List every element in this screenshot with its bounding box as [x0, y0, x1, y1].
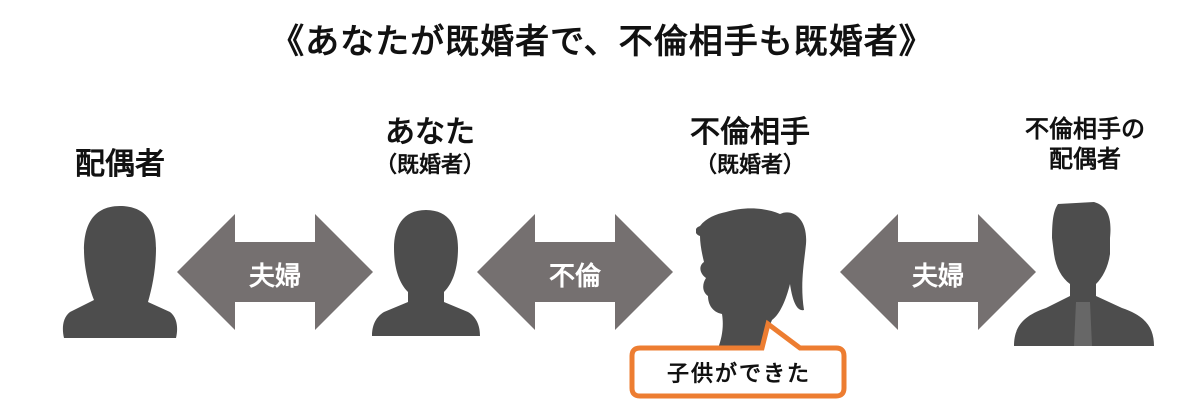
arrow-label-married-1: 夫婦 — [248, 262, 301, 292]
label-partner-sub: （既婚者） — [694, 152, 805, 178]
label-partner: 不倫相手 （既婚者） — [650, 114, 850, 179]
callout-text: 子供ができた — [666, 362, 811, 387]
arrow-label-married-2: 夫婦 — [911, 262, 964, 292]
label-partner-spouse: 不倫相手の 配偶者 — [990, 114, 1180, 174]
man-tie-silhouette-icon — [1014, 202, 1154, 346]
label-partner-name: 不倫相手 — [690, 115, 810, 150]
woman-ponytail-silhouette-icon — [696, 208, 807, 348]
arrow-label-affair: 不倫 — [548, 262, 601, 292]
label-partner-spouse-line2: 配偶者 — [1049, 145, 1121, 173]
diagram-title: 《あなたが既婚者で、不倫相手も既婚者》 — [270, 22, 934, 62]
label-spouse-name: 配偶者 — [75, 147, 165, 182]
arrow-you-partner — [477, 214, 673, 330]
man-suit-silhouette-icon — [372, 210, 480, 336]
label-you: あなた （既婚者） — [340, 114, 520, 179]
label-spouse: 配偶者 — [40, 146, 200, 184]
woman-silhouette-icon — [62, 206, 178, 338]
arrow-spouse-you — [177, 214, 373, 330]
label-you-name: あなた — [385, 115, 475, 150]
label-you-sub: （既婚者） — [374, 152, 485, 178]
callout-bubble — [629, 319, 847, 399]
arrow-partner-spouse — [840, 214, 1036, 330]
label-partner-spouse-line1: 不倫相手の — [1025, 115, 1145, 143]
